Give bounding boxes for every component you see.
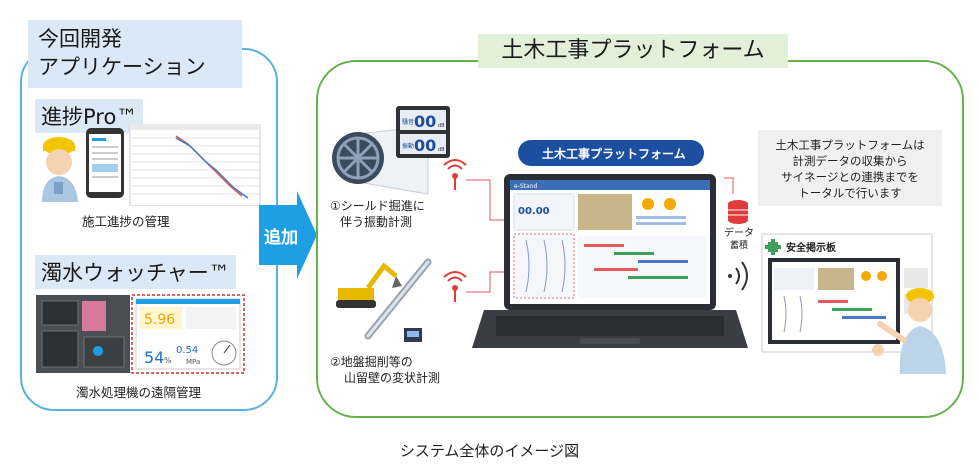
app2-illustration: 5.96 54 % 0.54 MPa: [36, 294, 245, 374]
app-brand: e-Stand: [514, 183, 537, 190]
screen-digits: 00.00: [518, 206, 550, 217]
tablet-icon: [86, 128, 124, 198]
add-arrow: 追加: [259, 191, 317, 279]
display-digits-top: 00: [414, 112, 436, 131]
db-label-line1: データ: [724, 226, 754, 239]
display-digits-bottom: 00: [414, 136, 436, 155]
worker-icon: [42, 137, 78, 202]
sensor2-line2: 山留壁の変状計測: [344, 370, 440, 385]
right-panel-title: 土木工事プラットフォーム: [478, 34, 788, 68]
signage-title: 安全掲示板: [786, 241, 837, 254]
sun-icon: [642, 198, 654, 210]
left-panel-title: 今回開発 アプリケーション: [28, 20, 242, 88]
wireless-signal-icon: [443, 159, 467, 190]
app2-unit2: %: [164, 356, 172, 365]
safety-signage-board: 安全掲示板: [761, 233, 933, 353]
gantt-chart-screen: [129, 124, 261, 206]
app2-value1: 5.96: [144, 312, 175, 328]
app1-caption: 施工進捗の管理: [82, 214, 170, 229]
app2-value2: 54: [144, 348, 164, 367]
display-label-top: 騒音: [402, 118, 414, 126]
water-treatment-machine-photo: [36, 295, 130, 373]
display-label-bottom: 振動: [402, 142, 414, 150]
app2-caption: 濁水処理機の遠隔管理: [76, 385, 202, 400]
app2-value3: 0.54: [176, 345, 198, 356]
note-line4: トータルで行います: [798, 186, 902, 200]
monitor-screen: 5.96 54 % 0.54 MPa: [135, 298, 241, 370]
app2-unit3: MPa: [186, 358, 200, 366]
noise-vibration-display: 騒音 振動 00 00 dB dB: [396, 106, 450, 158]
add-arrow-label: 追加: [264, 227, 298, 248]
note-line2: 計測データの収集から: [792, 154, 908, 168]
display-unit-top: dB: [438, 123, 445, 129]
app1-name: 進捗Pro™: [35, 99, 144, 133]
inclinometer-pipe-icon: [364, 258, 432, 342]
db-label-line2: 蓄積: [730, 239, 748, 251]
sensor2-line1: ②地盤掘削等の: [330, 354, 413, 369]
platform-pill: [518, 140, 704, 166]
app2-name: 濁水ウォッチャー™: [35, 255, 236, 289]
sensor1-line2: 伴う振動計測: [340, 214, 412, 229]
platform-note: 土木工事プラットフォームは 計測データの収集から サイネージとの連携までを トー…: [758, 130, 942, 206]
display-unit-bottom: dB: [438, 147, 445, 153]
left-title-line1: 今回開発: [38, 27, 122, 51]
laptop-icon: e-Stand 00.00: [472, 174, 748, 348]
figure-caption: システム全体のイメージ図: [399, 442, 580, 460]
left-title-line2: アプリケーション: [38, 55, 206, 79]
wireless-signal-icon: [443, 271, 467, 302]
platform-diagram: 騒音 振動 00 00 dB dB ①シールド掘進に 伴う振動計測 ②地盤掘削等…: [330, 106, 946, 385]
database-icon: [728, 200, 748, 224]
note-line3: サイネージとの連携までを: [781, 170, 919, 184]
highlight-dashed-frame: [131, 294, 245, 374]
excavator-icon: [336, 262, 402, 308]
sensor1-line1: ①シールド掘進に: [330, 198, 425, 213]
worker-pointing-icon: [872, 288, 946, 374]
platform-pill-label: 土木工事プラットフォーム: [542, 146, 686, 161]
note-line1: 土木工事プラットフォームは: [775, 138, 925, 152]
broadcast-signal-icon: [728, 261, 748, 291]
app1-illustration: [42, 124, 261, 206]
